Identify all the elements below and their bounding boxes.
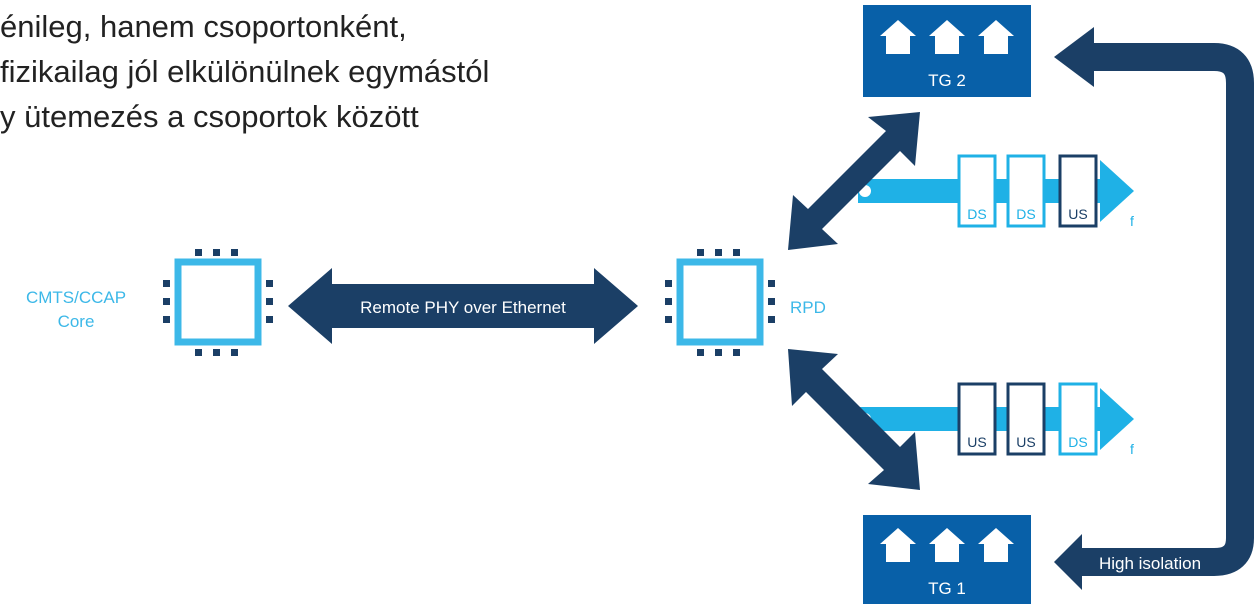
channel-label: DS [1068, 434, 1087, 450]
upper-channel-arrowhead [1100, 160, 1134, 222]
lower-channel-blocks: US US DS [957, 382, 1098, 456]
loop-arrowhead-bottom [1054, 534, 1082, 590]
core-label-line2: Core [58, 312, 95, 331]
rpd-label: RPD [790, 298, 826, 317]
house-icons-tg2 [880, 20, 1014, 54]
frequency-label: f [1130, 441, 1134, 457]
channel-label: DS [967, 206, 986, 222]
remote-phy-link-arrow: Remote PHY over Ethernet [288, 268, 638, 344]
channel-block [1006, 382, 1046, 456]
channel-block [957, 154, 997, 228]
bullet-line-2: fizikailag jól elkülönülnek egymástól [0, 54, 490, 89]
lower-channel-arrowhead [1100, 388, 1134, 450]
rpd-chip-icon [665, 249, 775, 356]
channel-label: DS [1016, 206, 1035, 222]
bullet-text-block: énileg, hanem csoportonként, fizikailag … [0, 4, 489, 139]
tg1-box: TG 1 [863, 515, 1031, 604]
channel-label: US [1016, 434, 1035, 450]
channel-label: US [1068, 206, 1087, 222]
upper-channel: DS DS US f [858, 154, 1134, 229]
rpd-tg2-double-arrow [788, 112, 920, 250]
link-label: Remote PHY over Ethernet [360, 298, 566, 317]
channel-block [1058, 382, 1098, 456]
core-label-line1: CMTS/CCAP [26, 288, 126, 307]
channel-block [1058, 154, 1098, 228]
house-icon [929, 528, 965, 562]
lower-channel: US US DS f [858, 382, 1134, 457]
bullet-line-3: y ütemezés a csoportok között [0, 99, 419, 134]
loop-arrowhead-top [1054, 27, 1094, 87]
upper-channel-blocks: DS DS US [957, 154, 1098, 228]
house-icon [978, 528, 1014, 562]
high-isolation-label: High isolation [1099, 554, 1201, 573]
core-chip-icon [163, 249, 273, 356]
house-icon [929, 20, 965, 54]
frequency-label: f [1130, 213, 1134, 229]
high-isolation-loop-arrow: High isolation [1054, 27, 1254, 590]
rpd-tg1-double-arrow [788, 349, 920, 490]
house-icon [880, 20, 916, 54]
house-icon [880, 528, 916, 562]
house-icon [978, 20, 1014, 54]
channel-label: US [967, 434, 986, 450]
bullet-line-1: énileg, hanem csoportonként, [0, 9, 407, 44]
tg2-box: TG 2 [863, 5, 1031, 97]
house-icons-tg1 [880, 528, 1014, 562]
channel-block [957, 382, 997, 456]
tg1-label: TG 1 [928, 579, 966, 598]
channel-block [1006, 154, 1046, 228]
tg2-label: TG 2 [928, 71, 966, 90]
